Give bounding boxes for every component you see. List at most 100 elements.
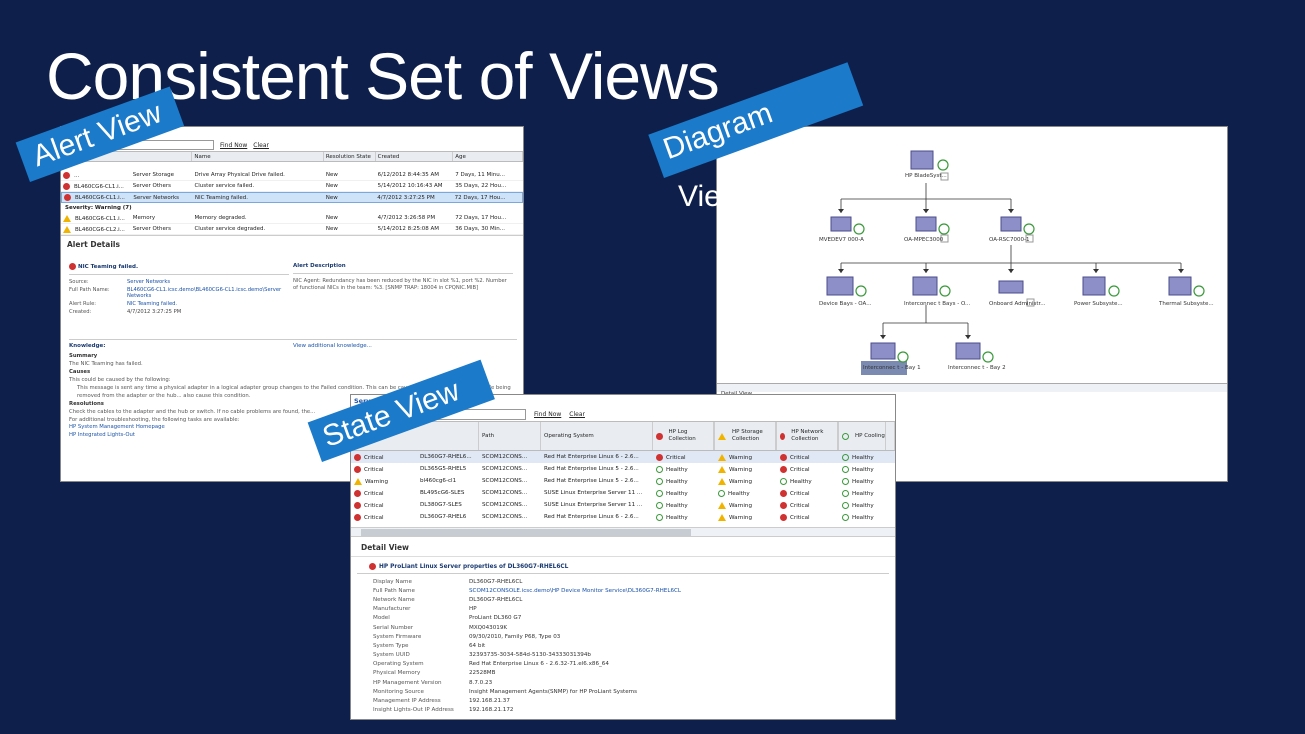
cell-name: DL365G5-RHEL5: [420, 466, 467, 472]
view-knowledge-link[interactable]: View additional knowledge...: [293, 343, 372, 349]
healthy-icon: [656, 501, 663, 509]
interconnect-bays-node[interactable]: Interconnec t Bays - O...: [904, 276, 971, 307]
cell-storage: Warning: [715, 513, 777, 521]
find-now-button[interactable]: Find Now: [220, 141, 248, 149]
cell-storage: Warning: [715, 465, 777, 473]
healthy-icon: [718, 489, 725, 497]
blade-system-node[interactable]: HP BladeSyst...: [905, 150, 949, 181]
scroll-thumb[interactable]: [361, 529, 691, 536]
clear-button[interactable]: Clear: [569, 410, 585, 418]
power-subsystem-node[interactable]: Power Subsyste...: [1074, 276, 1123, 307]
healthy-icon: [842, 465, 849, 473]
warning-icon: [718, 432, 726, 440]
server-icon: [369, 563, 376, 570]
cell-state: Critical: [351, 453, 417, 461]
fullpath-link[interactable]: BL460CG6-CL1.icsc.demo\BL460CG6-CL1.icsc…: [127, 287, 282, 299]
cell-network: Critical: [777, 453, 839, 461]
node-label: Thermal Subsyste...: [1158, 301, 1214, 307]
interconnect-bay2-node[interactable]: Interconnec t - Bay 2: [948, 342, 1006, 371]
cell-name: DL360G7-RHEL6: [420, 514, 467, 520]
oa-node[interactable]: MVEDEV7 000-A: [819, 216, 865, 243]
node-label: Interconnec t Bays - O...: [904, 301, 971, 307]
critical-icon: [354, 489, 361, 497]
critical-icon: [780, 432, 786, 440]
clear-button[interactable]: Clear: [253, 141, 269, 149]
col-hp-log[interactable]: HP Log Collection: [653, 422, 715, 450]
healthy-icon: [842, 477, 849, 485]
thermal-subsystem-node[interactable]: Thermal Subsyste...: [1158, 276, 1214, 307]
cell-path: SCOM12CONS...: [482, 454, 528, 460]
warning-group-header[interactable]: Severity: Warning (7): [65, 205, 132, 211]
node-label: OA-RSC7000-1: [989, 237, 1030, 243]
critical-icon: [63, 171, 70, 179]
interconnect-bay1-node[interactable]: Interconnec t - Bay 1: [861, 342, 921, 375]
rule-link[interactable]: NIC Teaming failed.: [127, 301, 178, 307]
smh-link[interactable]: HP System Management Homepage: [69, 424, 165, 431]
critical-icon: [354, 513, 361, 521]
warning-icon: [63, 214, 71, 222]
critical-icon: [656, 432, 663, 440]
cell-storage: Warning: [715, 477, 777, 485]
warning-icon: [354, 477, 362, 485]
oa-node[interactable]: OA-MPEC3000: [904, 216, 950, 243]
col-age[interactable]: Age: [453, 152, 523, 161]
critical-icon: [780, 465, 787, 473]
col-name[interactable]: Name: [192, 152, 324, 161]
device-bays-node[interactable]: Device Bays - OA...: [819, 276, 872, 307]
cell-cooling: Healthy: [839, 465, 895, 473]
critical-icon: [63, 182, 70, 190]
oa-node[interactable]: OA-RSC7000-1: [989, 216, 1035, 243]
node-label: Device Bays - OA...: [819, 301, 872, 307]
ilo-link[interactable]: HP Integrated Lights-Out: [69, 432, 135, 439]
cell-log: Healthy: [653, 477, 715, 485]
col-created[interactable]: Created: [376, 152, 454, 161]
cell-state: Critical: [351, 489, 417, 497]
alert-row[interactable]: BL460CG6-CL2.i... Server Others Cluster …: [61, 224, 523, 235]
find-now-button[interactable]: Find Now: [534, 410, 562, 418]
alert-row-selected[interactable]: BL460CG6-CL1.i... Server Networks NIC Te…: [61, 192, 523, 203]
cell-os: Red Hat Enterprise Linux 6 - 2.6...: [544, 514, 639, 520]
healthy-icon: [656, 465, 663, 473]
cell-os: Red Hat Enterprise Linux 5 - 2.6...: [544, 466, 639, 472]
node-label: OA-MPEC3000: [904, 237, 944, 243]
healthy-icon: [842, 501, 849, 509]
col-path[interactable]: Path: [479, 422, 541, 450]
cell-name: DL360G7-RHEL6...: [420, 454, 472, 460]
cell-log: Healthy: [653, 513, 715, 521]
cell-log: Critical: [653, 453, 715, 461]
col-state[interactable]: [351, 422, 479, 450]
alert-row[interactable]: BL460CG6-CL1.i... Memory Memory degraded…: [61, 213, 523, 224]
healthy-icon: [780, 477, 787, 485]
cell-network: Critical: [777, 465, 839, 473]
state-hscrollbar[interactable]: [351, 527, 895, 537]
col-hp-cooling[interactable]: HP Cooling: [839, 422, 895, 450]
col-resolution-state[interactable]: Resolution State: [324, 152, 376, 161]
cell-cooling: Healthy: [839, 477, 895, 485]
critical-icon: [780, 453, 787, 461]
critical-icon: [69, 263, 76, 270]
node-label: Onboard Administr...: [989, 301, 1046, 307]
col-hp-network[interactable]: HP Network Collection: [777, 422, 839, 450]
cell-name: BL495cG6-SLES: [420, 490, 465, 496]
diagram-scrollbar[interactable]: [717, 383, 1227, 392]
col-os[interactable]: Operating System: [541, 422, 653, 450]
healthy-icon: [656, 513, 663, 521]
alert-row[interactable]: ... Server Storage Drive Array Physical …: [61, 170, 523, 181]
source-link[interactable]: Server Networks: [127, 279, 171, 285]
alert-row[interactable]: BL460CG6-CL1.i... Server Others Cluster …: [61, 181, 523, 192]
node-label: Interconnec t - Bay 2: [948, 365, 1006, 371]
onboard-admin-node[interactable]: Onboard Administr...: [989, 280, 1046, 307]
cell-log: Healthy: [653, 489, 715, 497]
col-hp-storage[interactable]: HP Storage Collection: [715, 422, 777, 450]
